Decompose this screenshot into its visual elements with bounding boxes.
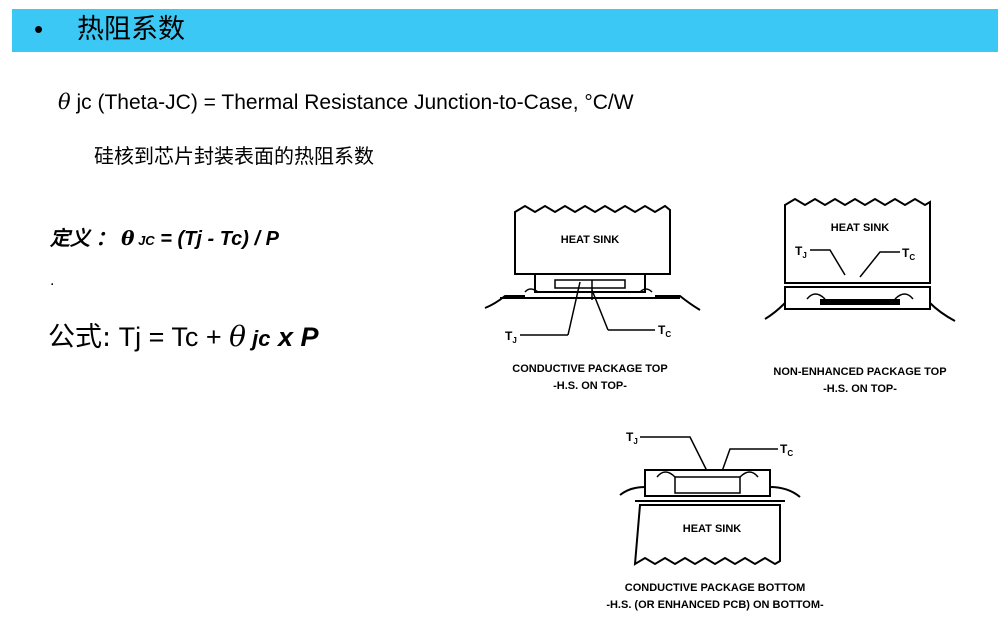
bullet-icon: • bbox=[34, 14, 44, 44]
heat-sink-label: HEAT SINK bbox=[683, 523, 742, 535]
chinese-description: 硅核到芯片封装表面的热阻系数 bbox=[94, 144, 374, 168]
diagram-caption: NON-ENHANCED PACKAGE TOP bbox=[773, 366, 946, 378]
tc-label: TC bbox=[658, 323, 671, 339]
header-bar: • 热阻系数 bbox=[12, 9, 998, 52]
diagram-caption: CONDUCTIVE PACKAGE TOP bbox=[512, 363, 667, 375]
slide-title: 热阻系数 bbox=[77, 14, 185, 45]
formula-label: 公式: bbox=[48, 322, 112, 353]
diagram-caption-sub: -H.S. ON TOP- bbox=[823, 383, 897, 395]
formula-tail: x P bbox=[270, 322, 319, 352]
theta-jc-text: jc (Theta-JC) = Thermal Resistance Junct… bbox=[70, 91, 634, 114]
theta-symbol: θ bbox=[229, 320, 247, 353]
tj-label: TJ bbox=[505, 329, 517, 345]
diagram-caption-sub: -H.S. ON TOP- bbox=[553, 380, 627, 392]
diagram-caption-sub: -H.S. (OR ENHANCED PCB) ON BOTTOM- bbox=[606, 599, 824, 611]
tc-label: TC bbox=[902, 246, 915, 262]
heat-sink-label: HEAT SINK bbox=[831, 222, 890, 234]
definition-prefix: 定义 ： bbox=[50, 228, 116, 250]
definition-rest: = (Tj - Tc) / P bbox=[154, 228, 279, 250]
tj-label: TJ bbox=[795, 244, 807, 260]
tj-label: TJ bbox=[626, 430, 638, 446]
formula-subscript: jc bbox=[246, 326, 271, 351]
theta-symbol: θ bbox=[58, 90, 71, 114]
stray-dot: . bbox=[50, 272, 55, 289]
definition-subscript: JC bbox=[134, 233, 155, 248]
diagram-conductive-package-top: HEAT SINK TJ TC CONDUCTIVE PACKAGE TOP -… bbox=[484, 204, 701, 392]
formula-line: 公式: Tj = Tc + θ jc x P bbox=[48, 315, 319, 354]
definition-formula: 定义 ： θ JC = (Tj - Tc) / P bbox=[50, 222, 279, 251]
diagram-caption: CONDUCTIVE PACKAGE BOTTOM bbox=[625, 582, 806, 594]
theta-jc-definition: θ jc (Theta-JC) = Thermal Resistance Jun… bbox=[58, 90, 634, 115]
heat-sink-label: HEAT SINK bbox=[561, 234, 620, 246]
diagram-non-enhanced-package-top: HEAT SINK TJ TC NON-ENHANCED PACKAGE TOP… bbox=[764, 197, 956, 395]
formula-lhs: Tj = Tc + bbox=[118, 322, 230, 352]
tc-label: TC bbox=[780, 442, 793, 458]
diagram-conductive-package-bottom: TJ TC HEAT SINK CONDUCTIVE PACKAGE BOTTO… bbox=[606, 430, 824, 611]
theta-symbol: θ bbox=[121, 226, 135, 250]
